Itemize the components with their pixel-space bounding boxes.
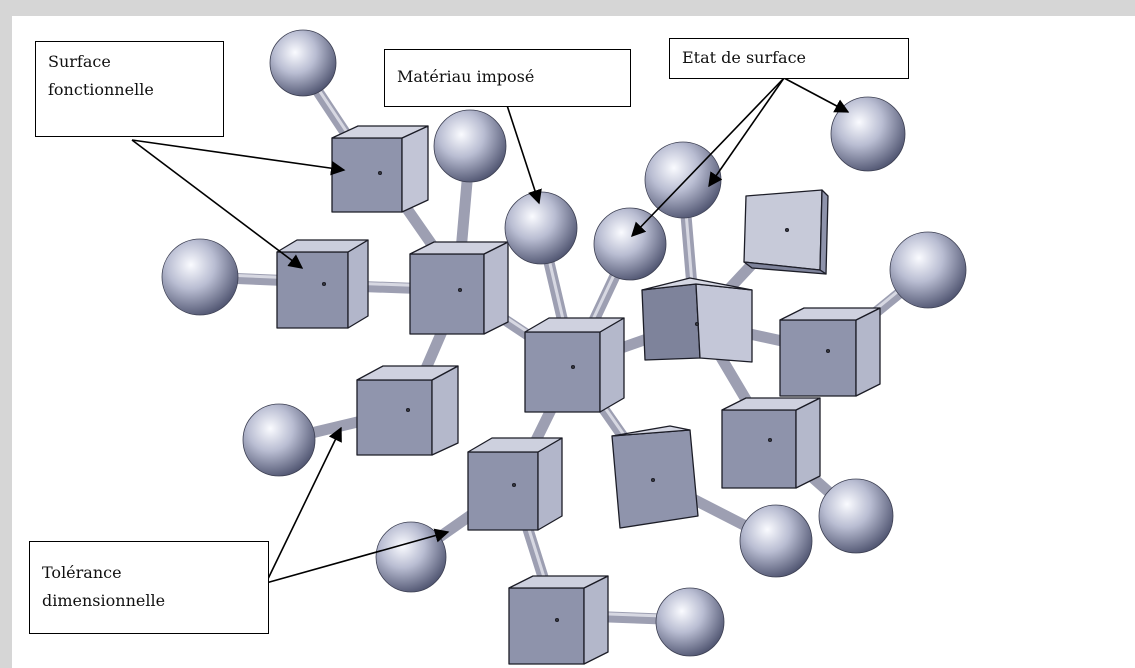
cube	[508, 575, 609, 665]
label-tolerance-dimensionnelle-line1: Tolérance	[42, 563, 122, 582]
sphere	[830, 96, 906, 172]
arrow	[501, 89, 542, 205]
cube	[611, 425, 699, 529]
arrow	[708, 77, 785, 188]
label-materiau-impose: Matériau imposé	[384, 49, 631, 107]
sphere	[161, 238, 239, 316]
sphere	[818, 478, 894, 554]
cube	[331, 125, 429, 213]
label-etat-de-surface-text: Etat de surface	[682, 48, 807, 67]
cube	[641, 277, 753, 363]
page: Surface fonctionnelle Matériau imposé Et…	[12, 16, 1135, 668]
sphere	[655, 587, 725, 657]
arrow	[265, 426, 342, 584]
sphere	[593, 207, 667, 281]
label-etat-de-surface: Etat de surface	[669, 38, 909, 79]
sphere	[504, 191, 578, 265]
sphere	[242, 403, 316, 477]
sphere	[739, 504, 813, 578]
label-tolerance-dimensionnelle-line2: dimensionnelle	[42, 591, 166, 610]
cube	[276, 239, 369, 329]
label-surface-fonctionnelle-line2: fonctionnelle	[48, 80, 154, 99]
cube	[721, 397, 821, 489]
label-materiau-impose-text: Matériau imposé	[397, 67, 535, 86]
cube	[467, 437, 563, 531]
label-surface-fonctionnelle: Surface fonctionnelle	[35, 41, 224, 137]
cube	[524, 317, 625, 413]
cube	[409, 241, 509, 335]
cube	[356, 365, 459, 456]
cube	[743, 189, 829, 275]
molecule-diagram	[131, 29, 967, 665]
sphere	[375, 521, 447, 593]
arrow	[265, 528, 450, 584]
label-surface-fonctionnelle-line1: Surface	[48, 52, 111, 71]
sphere	[269, 29, 337, 97]
cube	[779, 307, 881, 397]
arrow	[131, 139, 346, 176]
arrow	[131, 139, 304, 269]
arrow	[631, 77, 785, 238]
sphere	[889, 231, 967, 309]
sphere	[644, 141, 722, 219]
arrow	[783, 77, 850, 113]
sphere	[433, 109, 507, 183]
label-tolerance-dimensionnelle: Tolérance dimensionnelle	[29, 541, 269, 634]
